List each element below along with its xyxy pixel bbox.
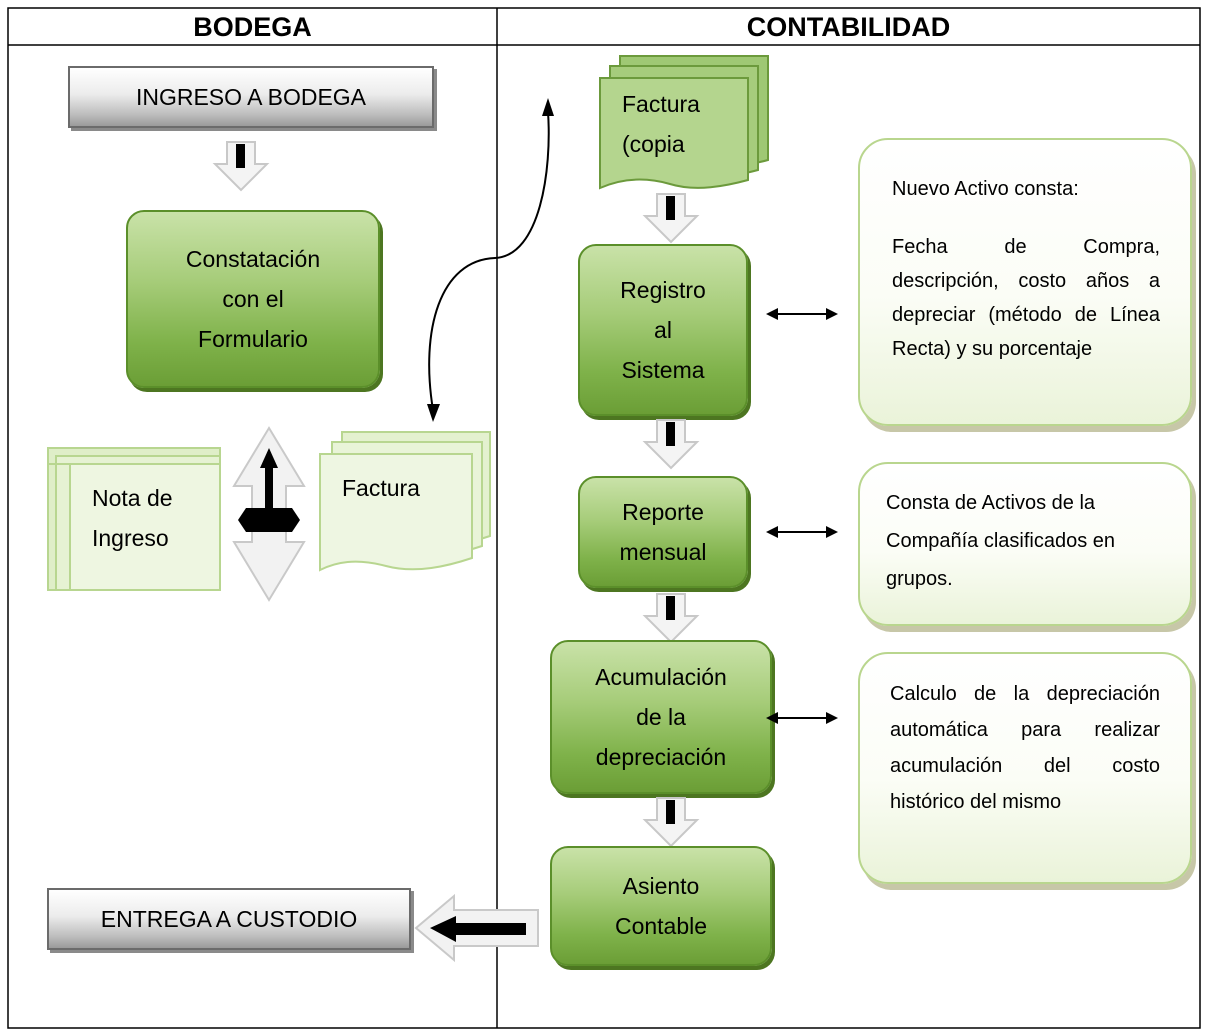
down-arrow-icon [212,141,270,192]
entrega-custodio-box: ENTREGA A CUSTODIO [47,888,411,950]
acumulacion-box: Acumulación de la depreciación [550,640,772,794]
ingreso-bodega-label: INGRESO A BODEGA [135,83,367,110]
asiento-line-1: Asiento [622,873,700,899]
factura-copia-line-1: Factura [622,91,700,117]
registro-line-3: Sistema [621,357,705,383]
nota-ingreso-shape [47,447,221,591]
reporte-line-2: mensual [619,539,707,565]
double-arrow-icon [766,526,838,538]
calculo-note-body: Calculo de la depreciación automática pa… [890,683,1160,813]
constatacion-line-3: Formulario [198,326,308,352]
nota-ingreso-line-2: Ingreso [92,525,169,551]
registro-sistema-box: Registro al Sistema [578,244,748,416]
left-arrow-icon [414,893,539,963]
calculo-note: Calculo de la depreciación automática pa… [858,652,1192,884]
double-arrow-icon [766,712,838,724]
lane-title-bodega: BODEGA [193,12,312,42]
constatacion-box: Constatación con el Formulario [126,210,380,388]
nuevo-activo-body: Fecha de Compra, descripción, costo años… [892,236,1160,360]
asiento-contable-box: Asiento Contable [550,846,772,966]
reporte-line-1: Reporte [622,499,704,525]
constatacion-line-1: Constatación [185,246,321,272]
asiento-line-2: Contable [614,913,708,939]
down-arrow-icon [642,419,700,470]
factura-label: Factura [342,475,420,501]
lane-title-contabilidad: CONTABILIDAD [746,12,951,42]
acumulacion-line-3: depreciación [595,744,727,770]
factura-copia-text: Factura (copia [622,84,700,164]
factura-shape [319,431,491,572]
factura-copia-line-2: (copia [622,131,685,157]
registro-line-1: Registro [620,277,706,303]
down-arrow-icon [642,593,700,644]
nuevo-activo-note: Nuevo Activo consta: Fecha de Compra, de… [858,138,1192,426]
down-arrow-icon [642,797,700,848]
nuevo-activo-title: Nuevo Activo consta: [892,178,1079,200]
down-arrow-icon [642,193,700,244]
constatacion-line-2: con el [222,286,284,312]
up-down-arrow-icon [232,426,306,602]
factura-copia-shape [599,55,769,190]
nota-ingreso-line-1: Nota de [92,485,173,511]
ingreso-bodega-box: INGRESO A BODEGA [68,66,434,128]
reporte-mensual-box: Reporte mensual [578,476,748,588]
reporte-note: Consta de Activos de la Compañía clasifi… [858,462,1192,626]
nota-ingreso-text: Nota de Ingreso [92,478,173,558]
acumulacion-line-2: de la [636,704,686,730]
entrega-custodio-label: ENTREGA A CUSTODIO [100,905,358,932]
reporte-note-body: Consta de Activos de la Compañía clasifi… [886,492,1116,590]
registro-line-2: al [654,317,672,343]
double-arrow-icon [766,308,838,320]
acumulacion-line-1: Acumulación [595,664,727,690]
